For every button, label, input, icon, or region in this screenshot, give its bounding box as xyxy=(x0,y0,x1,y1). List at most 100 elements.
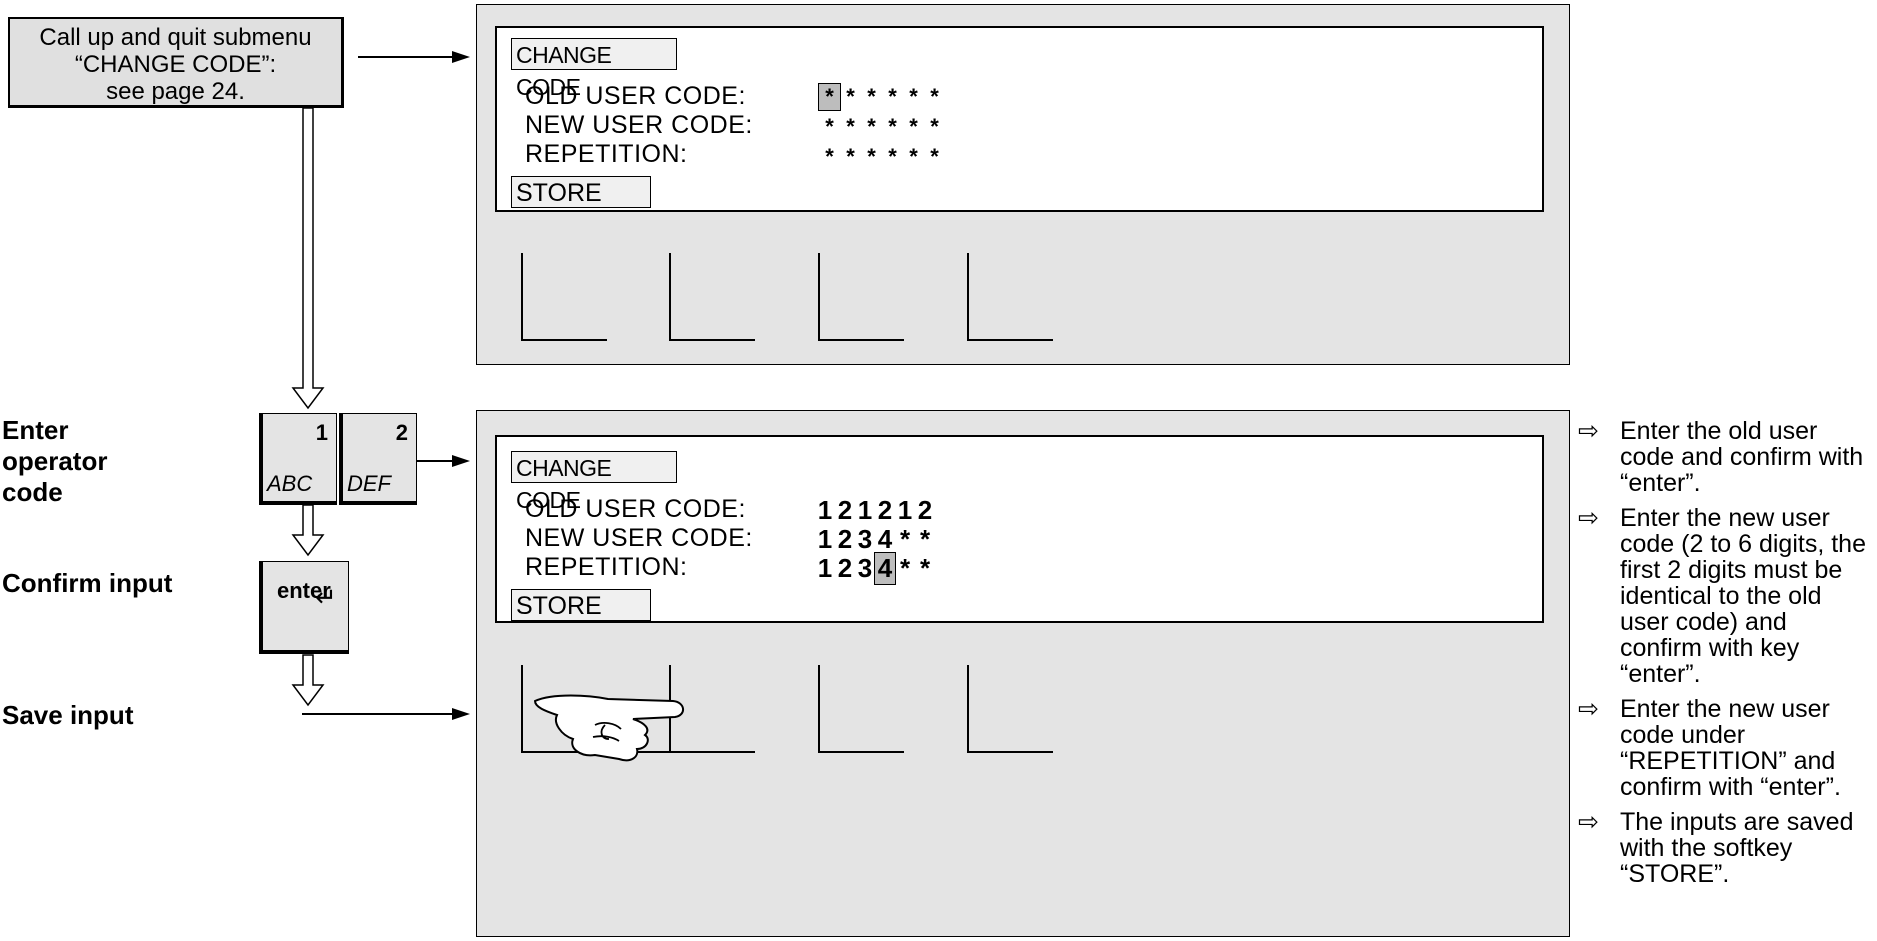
code-char: 1 xyxy=(897,495,913,525)
arrow-icon: ⇨ xyxy=(1578,808,1599,836)
enter-key[interactable]: enter ↵ xyxy=(259,561,349,654)
store-softkey-label: STORE xyxy=(511,589,651,621)
softkey-3[interactable] xyxy=(818,253,904,341)
note-text: Enter the old user code and confirm with… xyxy=(1620,417,1864,497)
key-letters: ABC xyxy=(267,471,313,496)
arrow-icon: ⇨ xyxy=(1578,504,1599,532)
code-char: 1 xyxy=(857,495,873,525)
row-old-code-label: OLD USER CODE: xyxy=(525,495,746,523)
code-char: * xyxy=(930,114,939,139)
code-char: 1 xyxy=(817,524,833,554)
code-char: * xyxy=(888,144,897,169)
softkey-4[interactable] xyxy=(967,665,1053,753)
step-label-line: operator xyxy=(2,446,108,476)
callout-line-1: Call up and quit submenu xyxy=(39,24,312,51)
code-char: * xyxy=(930,84,939,109)
softkey-3[interactable] xyxy=(818,665,904,753)
code-char: 3 xyxy=(857,524,873,554)
submenu-callout: Call up and quit submenu “CHANGE CODE”: … xyxy=(8,17,344,108)
step-enter-code: Enter operator code xyxy=(2,415,107,508)
step-label-line: code xyxy=(2,477,63,507)
note-4: ⇨ The inputs are saved with the softkey “… xyxy=(1578,809,1870,887)
key-number: 1 xyxy=(315,420,328,445)
code-char: * xyxy=(867,114,876,139)
arrow-icon: ⇨ xyxy=(1578,417,1599,445)
code-char: 2 xyxy=(837,553,853,583)
code-char: * xyxy=(909,144,918,169)
note-3: ⇨ Enter the new user code under “REPETITI… xyxy=(1578,696,1870,800)
step-label-line: Enter xyxy=(2,415,69,445)
code-char: * xyxy=(909,114,918,139)
pointing-hand-icon xyxy=(533,694,684,762)
callout-line-3: see page 24. xyxy=(106,78,245,105)
code-char: * xyxy=(919,553,931,583)
note-text: The inputs are saved with the softkey “S… xyxy=(1620,808,1854,888)
callout-line-2: “CHANGE CODE”: xyxy=(74,51,277,78)
screen-bottom: CHANGE CODE OLD USER CODE: NEW USER CODE… xyxy=(495,435,1544,623)
return-arrow-icon: ↵ xyxy=(315,582,337,612)
hollow-arrow-down-2 xyxy=(291,504,325,557)
screen-title: CHANGE CODE xyxy=(511,451,677,513)
key-2-def[interactable]: 2 DEF xyxy=(339,413,417,505)
code-char: 2 xyxy=(837,495,853,525)
step-save-input: Save input xyxy=(2,700,134,730)
step-confirm-input: Confirm input xyxy=(2,568,173,598)
note-text: Enter the new user code under “REPETITIO… xyxy=(1620,695,1841,801)
hollow-arrow-down-3 xyxy=(291,654,325,707)
code-char: * xyxy=(846,144,855,169)
screen-title: CHANGE CODE xyxy=(511,38,677,100)
repetition-value: * * * * * * xyxy=(819,144,945,170)
code-char: * xyxy=(888,84,897,109)
row-new-code-label: NEW USER CODE: xyxy=(525,111,753,139)
arrow-icon: ⇨ xyxy=(1578,695,1599,723)
softkey-2[interactable] xyxy=(669,253,755,341)
key-letters: DEF xyxy=(347,471,391,496)
key-1-abc[interactable]: 1 ABC xyxy=(259,413,337,505)
code-char: * xyxy=(867,84,876,109)
code-char: 1 xyxy=(817,553,833,583)
cursor-cell: * xyxy=(818,83,841,111)
arrowhead-keys xyxy=(452,455,470,467)
cursor-cell: 4 xyxy=(874,552,896,585)
row-new-code-label: NEW USER CODE: xyxy=(525,524,753,552)
code-char: * xyxy=(930,144,939,169)
screen-top: CHANGE CODE OLD USER CODE: NEW USER CODE… xyxy=(495,26,1544,212)
new-code-value: * * * * * * xyxy=(819,114,945,140)
code-char: * xyxy=(846,84,855,109)
code-char: * xyxy=(899,524,911,554)
note-text: Enter the new user code (2 to 6 digits, … xyxy=(1620,504,1866,688)
code-char: 1 xyxy=(817,495,833,525)
softkey-1[interactable] xyxy=(521,253,607,341)
softkey-4[interactable] xyxy=(967,253,1053,341)
key-number: 2 xyxy=(395,420,408,445)
code-char: * xyxy=(909,84,918,109)
row-repetition-label: REPETITION: xyxy=(525,140,688,168)
row-old-code-label: OLD USER CODE: xyxy=(525,82,746,110)
code-char: * xyxy=(825,144,834,169)
arrowhead-save xyxy=(452,708,470,720)
code-char: * xyxy=(888,114,897,139)
code-char: 4 xyxy=(877,524,893,554)
note-1: ⇨ Enter the old user code and confirm wit… xyxy=(1578,418,1870,496)
code-char: * xyxy=(899,553,911,583)
code-char: 2 xyxy=(917,495,933,525)
code-char: 3 xyxy=(857,553,873,583)
panel-bottom: CHANGE CODE OLD USER CODE: NEW USER CODE… xyxy=(476,410,1570,937)
store-softkey-label: STORE xyxy=(511,176,651,208)
code-char: * xyxy=(867,144,876,169)
row-repetition-label: REPETITION: xyxy=(525,553,688,581)
code-char: * xyxy=(919,524,931,554)
code-char: * xyxy=(846,114,855,139)
note-2: ⇨ Enter the new user code (2 to 6 digits,… xyxy=(1578,505,1870,687)
panel-top: CHANGE CODE OLD USER CODE: NEW USER CODE… xyxy=(476,4,1570,365)
code-char: 2 xyxy=(877,495,893,525)
arrowhead-callout xyxy=(452,51,470,63)
hollow-arrow-down-1 xyxy=(291,107,325,410)
code-char: * xyxy=(825,114,834,139)
instruction-notes: ⇨ Enter the old user code and confirm wit… xyxy=(1578,418,1870,896)
old-code-value: ****** xyxy=(818,83,945,111)
